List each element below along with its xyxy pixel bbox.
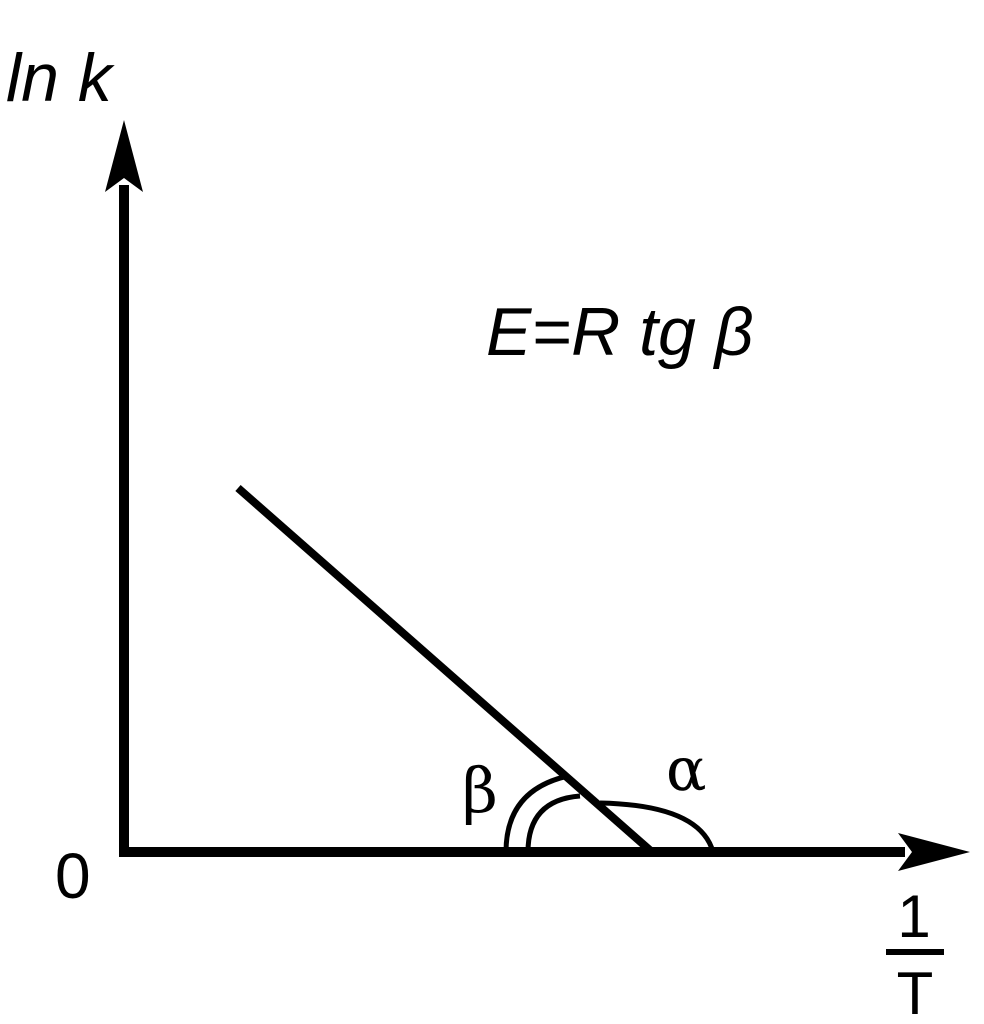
angle-beta-arc-outer — [503, 773, 569, 853]
angle-beta-label: β — [462, 754, 498, 827]
x-axis-label-numerator: 1 — [897, 883, 930, 950]
trend-line — [235, 484, 655, 856]
angle-beta-arc-inner — [525, 793, 581, 853]
angle-alpha-label: α — [666, 735, 707, 805]
x-axis-label-denominator: T — [897, 960, 934, 1024]
angle-alpha-arc — [599, 800, 716, 853]
y-axis-label: ln k — [6, 40, 115, 116]
origin-label: 0 — [55, 840, 91, 912]
x-axis-arrowhead — [898, 833, 970, 871]
equation-label: E=R tg β — [486, 294, 754, 370]
y-axis-arrowhead — [105, 120, 143, 192]
